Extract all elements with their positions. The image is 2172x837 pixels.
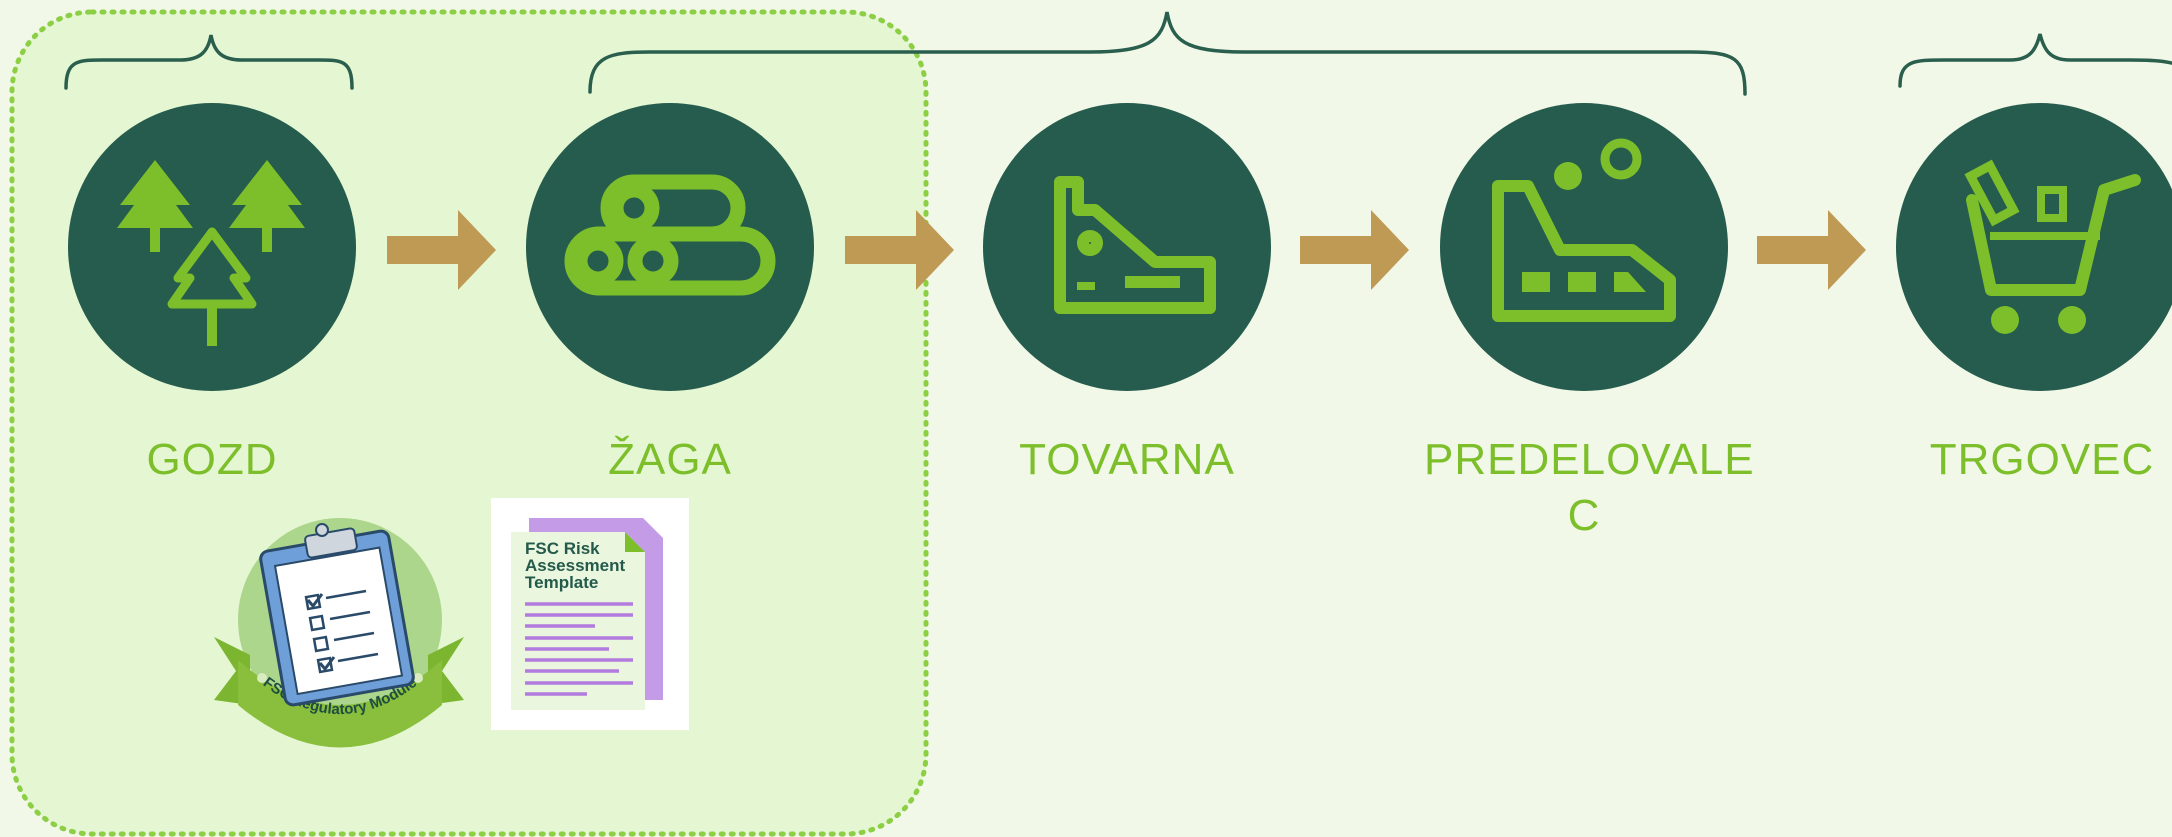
logs-icon: [564, 174, 776, 296]
stage-circle-gozd: [68, 103, 356, 391]
clipboard-checklist-icon: [259, 523, 415, 707]
brace-middle: [588, 11, 1747, 96]
processing-plant-icon: [1492, 138, 1676, 322]
template-doc-title: FSC Risk Assessment Template: [525, 540, 645, 591]
brace-gozd: [64, 34, 354, 90]
stage-label-zaga: ŽAGA: [608, 435, 732, 484]
stage-label-tovarna: TOVARNA: [1019, 435, 1235, 484]
shopping-cart-icon: [1964, 159, 2141, 334]
forest-icon: [117, 160, 305, 346]
stage-label-gozd: GOZD: [146, 435, 278, 484]
stage-circle-tovarna: [983, 103, 1271, 391]
arrow-2: [845, 210, 954, 290]
stage-label-predelovalec-line-2: C: [1567, 491, 1601, 540]
factory-icon: [1054, 176, 1216, 314]
fsc-regulatory-badge: FSC Regulatory Module: [214, 518, 464, 748]
brace-trgovec: [1898, 33, 2172, 88]
risk-assessment-template-card: FSC Risk Assessment Template: [491, 498, 689, 730]
stage-label-predelovalec-line-1: PREDELOVALE: [1424, 435, 1755, 484]
template-title-line-2: Assessment: [525, 556, 626, 575]
arrow-3: [1300, 210, 1409, 290]
stage-label-predelovalec: PREDELOVALE C: [1424, 432, 1755, 544]
arrow-1: [387, 210, 496, 290]
template-title-line-1: FSC Risk: [525, 539, 600, 558]
stage-circle-trgovec: [1896, 103, 2172, 391]
template-title-line-3: Template: [525, 573, 599, 592]
stage-label-trgovec: TRGOVEC: [1929, 435, 2155, 484]
arrow-4: [1757, 210, 1866, 290]
document-icon: [511, 518, 663, 710]
